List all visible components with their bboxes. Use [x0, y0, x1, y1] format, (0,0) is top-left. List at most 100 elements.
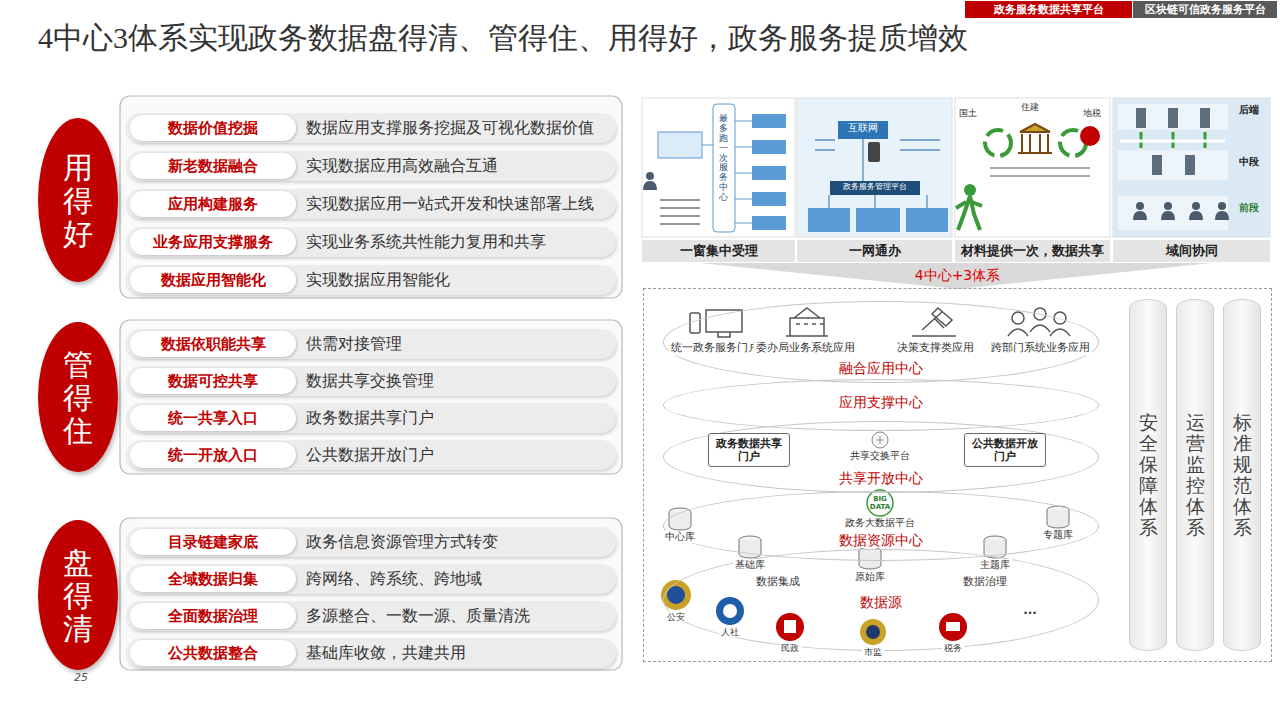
panel-two [808, 208, 850, 232]
feature-pill: 数据可控共享 [130, 368, 296, 394]
node-text: 安全保障体系 [1139, 412, 1158, 537]
text-label: 统一政务服务门户 [669, 342, 761, 355]
text-label: 数据集成 [754, 576, 802, 589]
text-label: 住建 [1021, 102, 1039, 112]
feature-pill: 目录链建家底 [130, 529, 296, 555]
feature-pill: 统一开放入口 [130, 442, 296, 468]
node-text: 共享开放中心 [836, 470, 926, 486]
category-oval: 管得住 [38, 322, 118, 472]
exchange-icon [876, 436, 884, 444]
panel-four [1215, 202, 1229, 220]
node-text: 全面数据治理 [168, 603, 258, 629]
node-text: 数据共享交换管理 [306, 366, 434, 396]
caption-box: 一窗集中受理 [642, 240, 795, 262]
panel-four [1133, 202, 1147, 220]
panel-three [955, 98, 1110, 237]
node-text: 数据价值挖掘 [168, 115, 258, 141]
node-text: 数据依职能共享 [161, 331, 266, 357]
text-label: 决策支撑类应用 [895, 342, 976, 355]
group-frame [120, 518, 622, 670]
group-frame [120, 320, 622, 474]
panel-two [906, 208, 948, 232]
node-text: 实现数据应用一站式开发和快速部署上线 [306, 189, 594, 219]
text-label: 政务服务数据共享平台 [965, 1, 1132, 18]
agency-logos [661, 580, 967, 645]
text-label: BIG DATA [868, 495, 892, 511]
feature-pill: 数据应用智能化 [130, 267, 296, 293]
description-bar: 实现数据应用智能化数据应用智能化 [126, 265, 616, 295]
panel-one [752, 192, 786, 206]
app-icons [1008, 325, 1070, 336]
panel-two [815, 140, 940, 150]
node-text: 融合应用中心 [836, 360, 926, 376]
big-data-logo [867, 490, 893, 516]
node-text: 统一共享入口 [168, 405, 258, 431]
text-label: 政务大数据平台 [843, 517, 917, 529]
panel-two [856, 208, 900, 232]
system-pillar: 运营监控体系 [1176, 299, 1214, 651]
panel-four [1118, 196, 1228, 230]
node-text: 政务数据共享门户 [711, 437, 787, 463]
text-label: 专题库 [1041, 529, 1075, 541]
database-icons [984, 536, 1006, 558]
panel-two [797, 98, 952, 237]
node-text: 实现数据应用智能化 [306, 265, 450, 295]
layer-ellipse: 应用支撑中心 [663, 379, 1099, 431]
category-oval: 盘得清 [38, 520, 118, 670]
panel-four [1118, 150, 1228, 180]
panel-one [713, 104, 735, 232]
node-text: 材料提供一次，数据共享 [961, 240, 1104, 262]
node-text: 域间协同 [1166, 240, 1218, 262]
description-bar: 数据共享交换管理 数据可控共享 [126, 366, 616, 396]
feature-pill: 统一共享入口 [130, 405, 296, 431]
panel-one [752, 166, 786, 180]
text-label: 最多跑一次服务中心 [719, 114, 728, 203]
panel-four [1152, 155, 1162, 175]
node-text: 跨网络、跨系统、跨地域 [306, 564, 482, 594]
panel-one [642, 98, 795, 237]
text-label: 区块链可信政务服务平台 [1133, 1, 1277, 18]
exchange-icon [872, 432, 888, 448]
app-icons [690, 313, 700, 333]
text-label: 前段 [1239, 202, 1259, 214]
description-bar: 公共数据开放门户统一开放入口 [126, 440, 616, 470]
panel-one [643, 172, 657, 190]
agency-logos [776, 613, 804, 641]
slide-title: 4中心3体系实现政务数据盘得清、管得住、用得好，政务服务提质增效 [38, 18, 968, 59]
panel-three [990, 168, 1090, 176]
app-icons [690, 308, 1070, 337]
big-data-logo [867, 490, 893, 516]
database-icons [739, 536, 761, 558]
app-icons [1034, 308, 1046, 320]
panel-one [660, 200, 700, 224]
app-icons [718, 332, 730, 337]
agency-logos [661, 580, 691, 610]
agency-logos [860, 619, 886, 645]
text-label: 委办局业务系统应用 [754, 342, 857, 355]
node-text: 基础库收敛，共建共用 [306, 638, 466, 668]
node-text: 数据应用支撑服务挖掘及可视化数据价值 [306, 113, 594, 143]
description-bar: 数据应用支撑服务挖掘及可视化数据价值 数据价值挖掘 [126, 113, 616, 143]
text-label: 公安 [665, 612, 687, 622]
caption-box: 域间协同 [1113, 240, 1270, 262]
agency-logos [866, 625, 880, 639]
node-text: 盘得清 [63, 546, 93, 645]
text-label: 25 [74, 672, 88, 685]
text-label: 互联网 [848, 122, 878, 134]
portal-box: 政务数据共享门户 [708, 433, 790, 467]
feature-pill: 数据依职能共享 [130, 331, 296, 357]
node-text: 公共数据开放门户 [967, 437, 1043, 463]
node-text: 多源整合、一数一源、质量清洗 [306, 601, 530, 631]
node-text: 数据可控共享 [168, 368, 258, 394]
node-text: 一网通办 [849, 240, 901, 262]
node-text: 供需对接管理 [306, 329, 402, 359]
category-oval: 用得好 [38, 118, 118, 282]
text-label: 税务 [942, 643, 964, 653]
node-text: 实现数据应用高效融合互通 [306, 151, 498, 181]
app-icons [1054, 312, 1066, 324]
text-label: 原始库 [853, 571, 887, 583]
caption-box: 一网通办 [797, 240, 952, 262]
feature-pill: 公共数据整合 [130, 640, 296, 666]
text-label: 中心库 [663, 531, 697, 543]
